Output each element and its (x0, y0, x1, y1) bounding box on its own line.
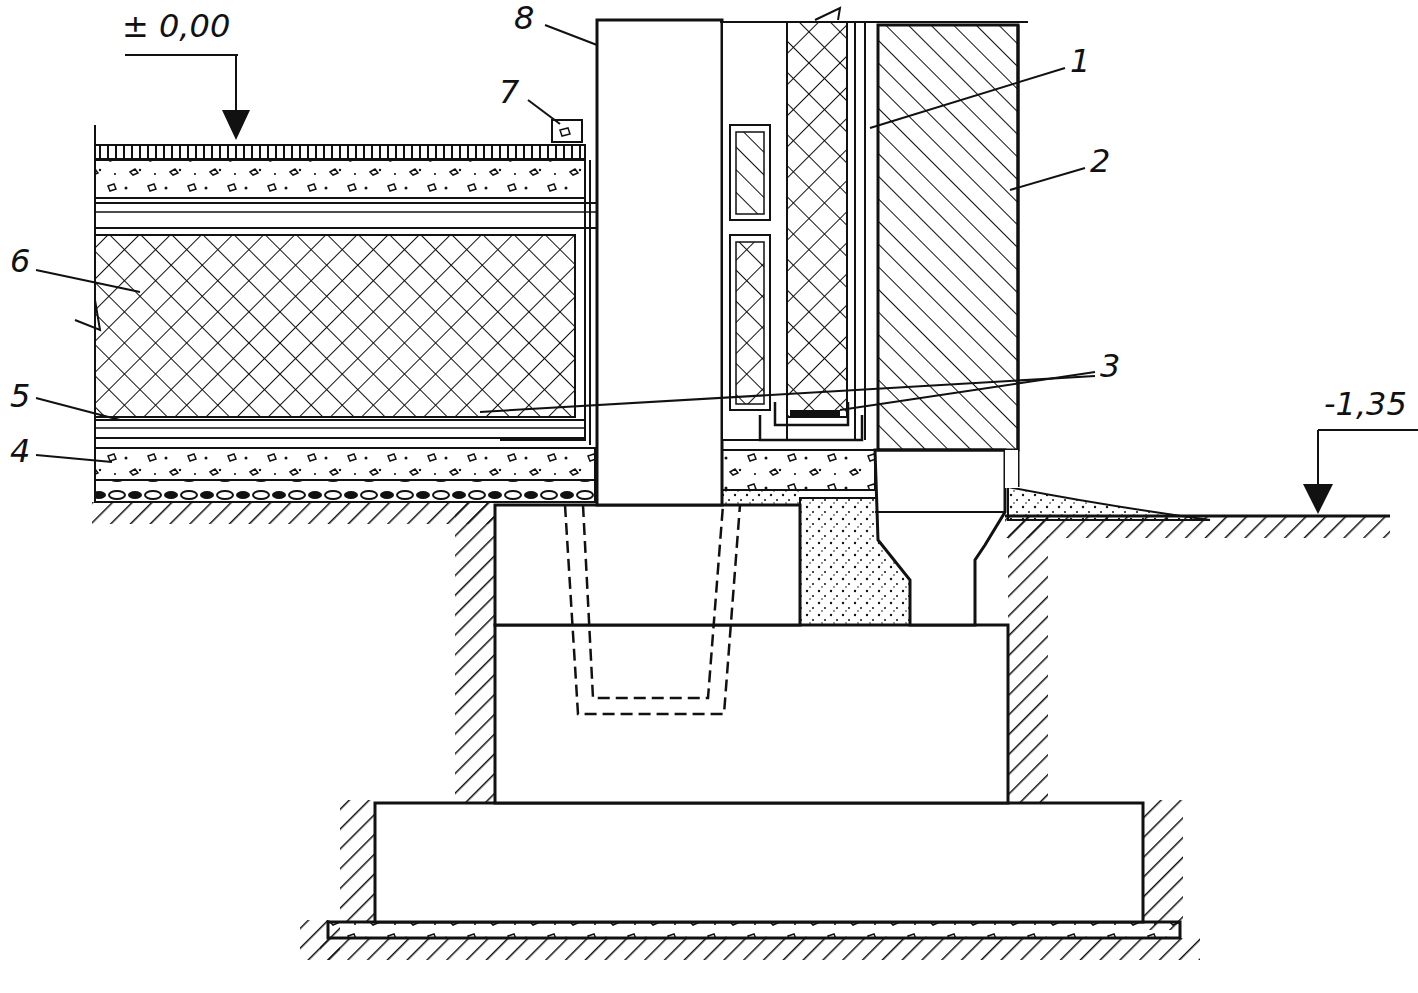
callout-number: 4 (8, 435, 32, 467)
callout-number: 3 (1098, 350, 1122, 382)
callout-number: 2 (1088, 145, 1112, 177)
callout-number: 8 (512, 2, 536, 34)
callout-number: 1 (1068, 45, 1092, 77)
callout-number: 5 (8, 380, 32, 412)
elevation-label: -1,35 (1322, 388, 1409, 420)
callout-number: 7 (497, 76, 521, 108)
callout-number: 6 (8, 245, 32, 277)
elevation-label: ± 0,00 (120, 10, 232, 42)
